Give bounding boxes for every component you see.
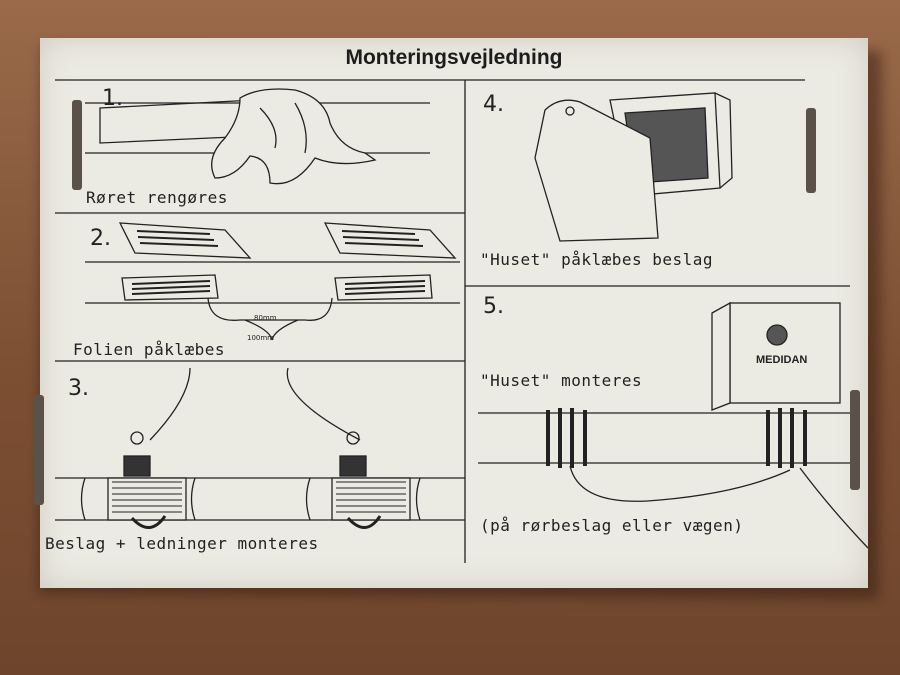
housing-sticker-drawing xyxy=(534,92,733,242)
step-1-number: 1. xyxy=(102,86,123,111)
pipe-cleaning-drawing xyxy=(85,88,430,185)
clamp-mounting-drawing xyxy=(55,367,465,529)
page-title: Monteringsvejledning xyxy=(345,46,563,69)
right-lower-clip xyxy=(850,390,860,490)
step-3-caption: Beslag + ledninger monteres xyxy=(45,534,319,553)
illustration-layer xyxy=(55,79,868,563)
foil-application-drawing xyxy=(85,222,460,341)
step-2-caption: Folien påklæbes xyxy=(73,340,225,359)
step-4-number: 4. xyxy=(483,92,504,117)
step-5-note: (på rørbeslag eller vægen) xyxy=(480,516,744,535)
medidan-brand-label: MEDIDAN xyxy=(756,354,808,366)
step-5-caption: "Huset" monteres xyxy=(480,371,643,390)
step-2-dimension-outer: 100mm xyxy=(247,334,274,342)
left-lower-clip xyxy=(34,395,44,505)
step-4-caption: "Huset" påklæbes beslag xyxy=(480,250,714,269)
housing-mounting-drawing xyxy=(478,301,868,549)
step-1-caption: Røret rengøres xyxy=(86,188,228,207)
step-5-number: 5. xyxy=(483,294,504,319)
left-upper-clip xyxy=(72,100,82,190)
step-3-number: 3. xyxy=(68,376,89,401)
step-2-number: 2. xyxy=(90,226,111,251)
step-2-dimension-inner: 80mm xyxy=(254,314,277,322)
instruction-box: Monteringsvejledning 1. Røret rengøres 2… xyxy=(40,38,868,588)
right-upper-clip xyxy=(806,108,816,193)
